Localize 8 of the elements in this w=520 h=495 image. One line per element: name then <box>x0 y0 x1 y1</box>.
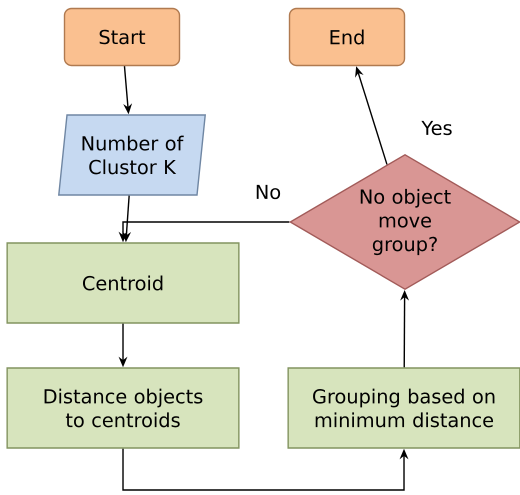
edge-label: Yes <box>420 119 454 137</box>
process-box: Centroid <box>6 242 240 324</box>
input-parallelogram: Number of Clustor K <box>58 114 206 196</box>
process-box: Distance objects to centroids <box>6 367 240 449</box>
process-box: Grouping based on minimum distance <box>287 367 520 449</box>
edge-label: No <box>253 183 283 201</box>
terminal-box: End <box>288 8 406 66</box>
terminal-box: Start <box>64 8 180 66</box>
